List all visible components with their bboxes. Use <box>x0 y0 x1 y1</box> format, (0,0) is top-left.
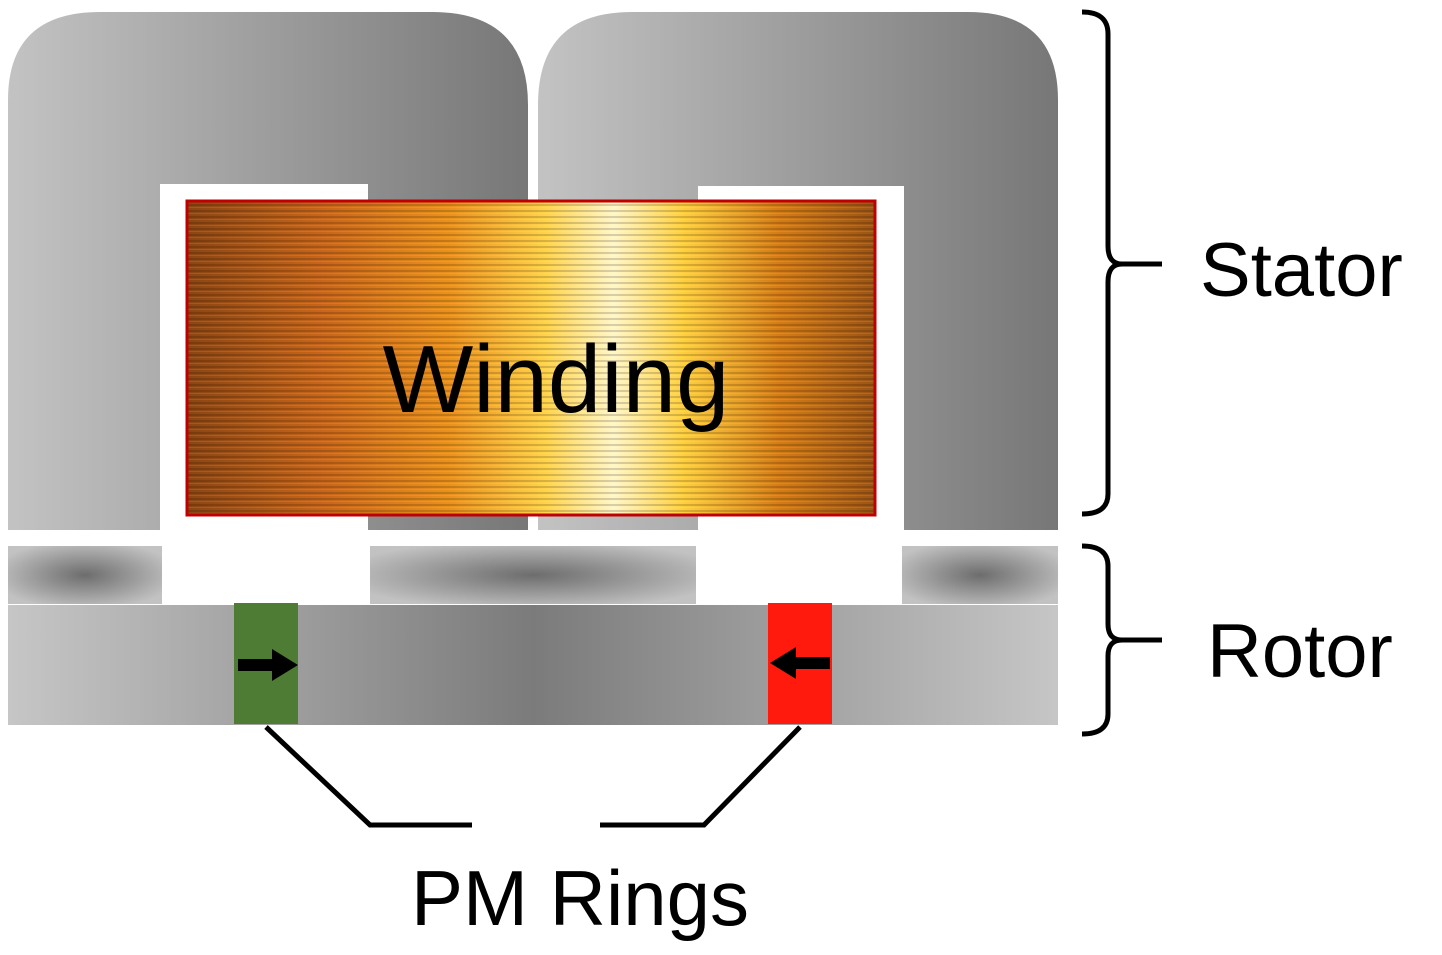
rotor-back-iron <box>8 605 1058 725</box>
winding-label: Winding <box>383 326 730 433</box>
rotor-label: Rotor <box>1207 609 1393 694</box>
rotor-brace <box>1081 543 1162 737</box>
rotor-tooth-left <box>8 546 162 604</box>
stator-label: Stator <box>1200 228 1403 313</box>
rotor-tooth-center <box>370 546 696 604</box>
pm-ring-left <box>234 603 298 724</box>
magnetization-arrow-right-icon <box>238 649 298 681</box>
pm-ring-leader-right <box>600 725 802 828</box>
pm-rings-label: PM Rings <box>411 854 749 942</box>
rotor-tooth-right <box>902 546 1058 604</box>
magnetization-arrow-left-icon <box>770 647 830 679</box>
winding-coil: Winding <box>185 199 877 517</box>
stator-brace <box>1081 9 1162 517</box>
pm-ring-leader-left <box>264 725 472 828</box>
pm-ring-right <box>768 603 832 724</box>
